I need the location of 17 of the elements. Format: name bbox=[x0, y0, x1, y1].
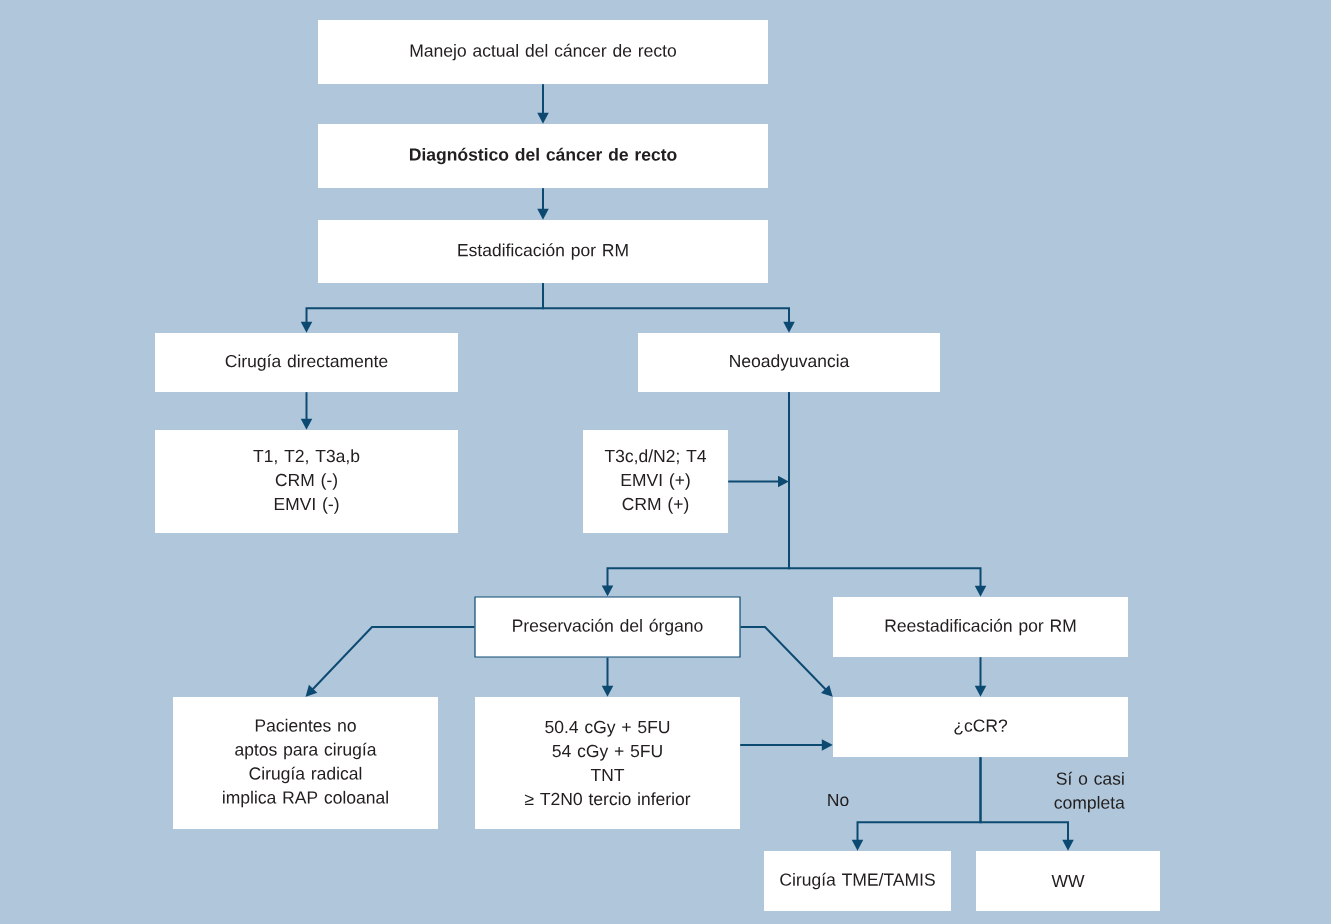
process-box: Reestadificación por RM bbox=[833, 597, 1128, 657]
process-box: Estadificación por RM bbox=[318, 220, 768, 283]
process-box: Cirugía TME/TAMIS bbox=[764, 851, 951, 911]
process-box: 50.4 cGy + 5FU 54 cGy + 5FU TNT ≥ T2N0 tercio inferior bbox=[475, 697, 740, 829]
process-box: T1, T2, T3a,b CRM (-) EMVI (-) bbox=[155, 430, 458, 533]
process-box: Neoadyuvancia bbox=[638, 333, 940, 392]
arrow bbox=[739, 626, 833, 697]
process-box: WW bbox=[976, 851, 1160, 911]
edge-label: No bbox=[828, 793, 849, 807]
process-box: Manejo actual del cáncer de recto bbox=[318, 20, 768, 84]
process-box: Cirugía directamente bbox=[155, 333, 458, 392]
process-box: T3c,d/N2; T4 EMVI (+) CRM (+) bbox=[583, 430, 728, 533]
process-box: Diagnóstico del cáncer de recto bbox=[318, 124, 768, 188]
process-box: Pacientes no aptos para cirugía Cirugía radical implica RAP coloanal bbox=[173, 697, 438, 829]
process-box: ¿cCR? bbox=[833, 697, 1128, 757]
process-box: Preservación del órgano bbox=[474, 596, 741, 658]
edge-label: Sí o casi completa bbox=[1054, 771, 1125, 813]
